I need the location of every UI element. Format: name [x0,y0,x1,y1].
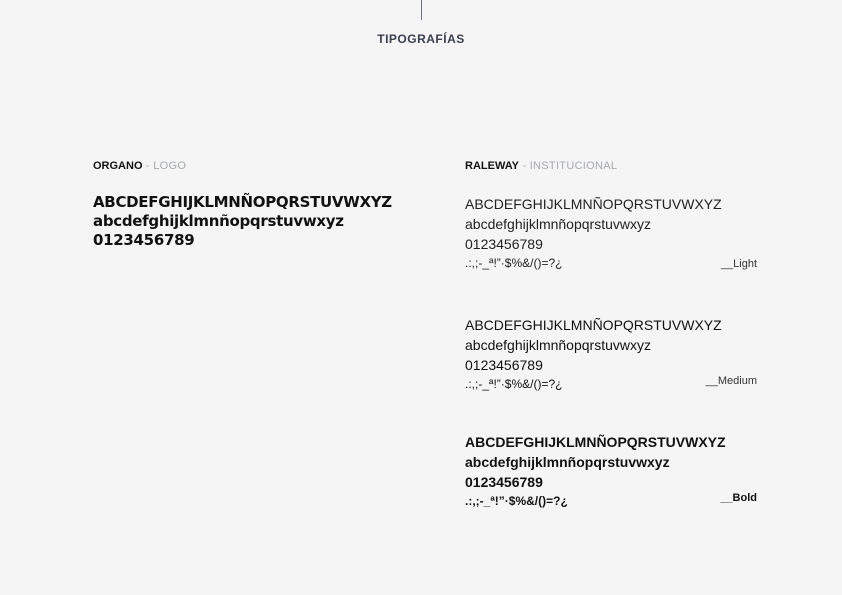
top-divider-line [421,0,422,20]
raleway-light-digits: 0123456789 [465,236,543,252]
raleway-bold-label: __Bold [720,492,757,504]
organo-separator: - [142,160,154,172]
raleway-light-uppercase: ABCDEFGHIJKLMNÑOPQRSTUVWXYZ [465,196,722,212]
raleway-bold-uppercase: ABCDEFGHIJKLMNÑOPQRSTUVWXYZ [465,434,726,450]
raleway-medium-label: __Medium [705,375,757,387]
raleway-light-lowercase: abcdefghijklmnñopqrstuvwxyz [465,216,651,232]
raleway-font-role: INSTITUCIONAL [529,160,618,172]
raleway-medium-lowercase: abcdefghijklmnñopqrstuvwxyz [465,337,651,353]
raleway-medium-specimen: ABCDEFGHIJKLMNÑOPQRSTUVWXYZ abcdefghijkl… [465,315,765,393]
raleway-bold-digits: 0123456789 [465,474,543,490]
raleway-light-specimen: ABCDEFGHIJKLMNÑOPQRSTUVWXYZ abcdefghijkl… [465,194,765,272]
organo-specimen: ABCDEFGHIJKLMNÑOPQRSTUVWXYZ abcdefghijkl… [93,193,393,250]
raleway-light-symbols: .:,;-_ª!”·$%&/()=?¿ [465,256,563,270]
organo-uppercase: ABCDEFGHIJKLMNÑOPQRSTUVWXYZ [93,193,392,211]
organo-font-role: LOGO [153,160,187,172]
raleway-separator: - [519,160,530,172]
raleway-heading: RALEWAY - INSTITUCIONAL [465,160,617,172]
organo-digits: 0123456789 [93,231,195,249]
raleway-medium-symbols: .:,;-_ª!”·$%&/()=?¿ [465,377,563,391]
raleway-bold-specimen: ABCDEFGHIJKLMNÑOPQRSTUVWXYZ abcdefghijkl… [465,432,765,510]
raleway-bold-symbols: .:,;-_ª!”·$%&/()=?¿ [465,494,568,508]
raleway-font-name: RALEWAY [465,160,519,172]
organo-heading: ORGANO - LOGO [93,160,186,172]
raleway-bold-lowercase: abcdefghijklmnñopqrstuvwxyz [465,454,670,470]
page-title: TIPOGRAFÍAS [377,32,465,46]
raleway-medium-digits: 0123456789 [465,357,543,373]
organo-lowercase: abcdefghijklmnñopqrstuvwxyz [93,212,344,230]
raleway-light-label: __Light [720,258,757,270]
raleway-medium-uppercase: ABCDEFGHIJKLMNÑOPQRSTUVWXYZ [465,317,722,333]
organo-font-name: ORGANO [93,160,143,172]
